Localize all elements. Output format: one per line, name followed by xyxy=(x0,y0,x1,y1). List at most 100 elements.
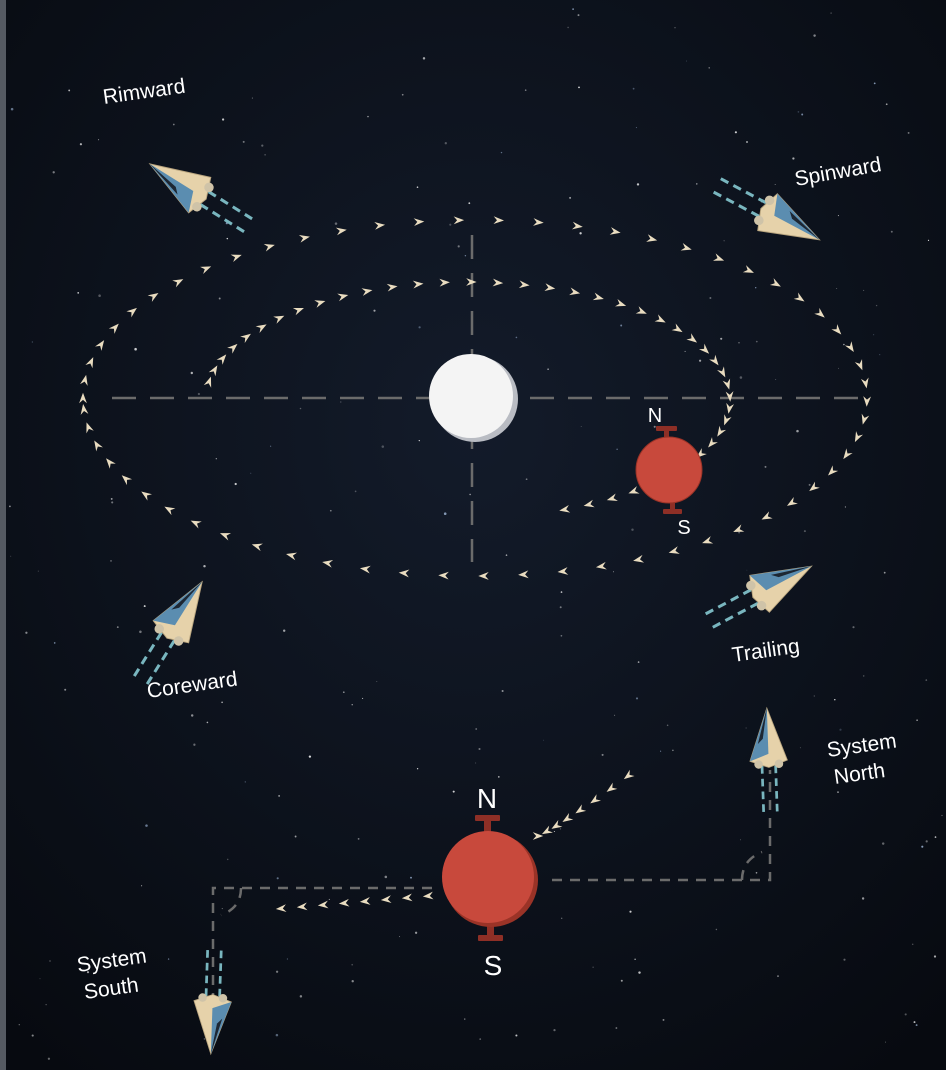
orbit-arrow-icon xyxy=(263,243,275,252)
background-star xyxy=(560,591,563,593)
background-star xyxy=(376,681,378,683)
background-star xyxy=(636,183,640,186)
background-star xyxy=(98,294,101,297)
background-star xyxy=(560,634,563,637)
orbit-arrow-icon xyxy=(702,536,714,544)
background-star xyxy=(351,704,353,706)
background-star xyxy=(203,1038,205,1040)
background-star xyxy=(580,425,582,427)
background-star xyxy=(47,1057,51,1060)
planet-small-north-label: N xyxy=(648,405,662,427)
orbit-arrow-icon xyxy=(108,323,119,334)
background-star xyxy=(294,835,297,838)
background-star xyxy=(221,908,223,910)
background-star xyxy=(662,1018,665,1021)
orbit-arrow-icon xyxy=(860,377,869,389)
orbit-arrow-icon xyxy=(606,493,618,501)
background-star xyxy=(108,97,110,99)
background-star xyxy=(357,838,360,840)
background-star xyxy=(351,980,354,983)
outer-orbit-path xyxy=(79,216,872,580)
background-star xyxy=(879,354,881,356)
background-star xyxy=(49,960,51,962)
orbit-arrow-icon xyxy=(518,280,530,289)
orbit-arrow-icon xyxy=(717,425,727,437)
orbit-arrow-icon xyxy=(623,769,635,780)
background-star xyxy=(464,1018,466,1020)
background-star xyxy=(478,747,481,751)
orbit-arrow-icon xyxy=(478,572,489,580)
orbit-arrow-icon xyxy=(557,567,569,575)
background-star xyxy=(479,1038,482,1040)
background-star xyxy=(696,183,698,185)
background-star xyxy=(881,842,885,845)
orbit-arrow-icon xyxy=(786,497,798,506)
orbit-arrow-icon xyxy=(275,904,287,913)
background-star xyxy=(885,103,888,106)
background-star xyxy=(553,1028,556,1032)
planet-small-south-label: S xyxy=(677,517,690,539)
background-star xyxy=(708,67,710,69)
orbit-arrow-icon xyxy=(633,554,645,563)
background-star xyxy=(134,347,137,351)
orbit-arrow-icon xyxy=(380,895,392,904)
background-star xyxy=(927,239,930,242)
orbit-arrow-icon xyxy=(126,307,137,318)
background-star xyxy=(501,689,504,693)
background-star xyxy=(547,368,549,370)
orbit-arrow-icon xyxy=(724,414,732,426)
orbit-arrow-icon xyxy=(227,343,238,354)
background-star xyxy=(416,768,419,770)
planet-icon xyxy=(635,436,703,504)
orbit-arrow-icon xyxy=(518,570,529,579)
orbit-arrow-icon xyxy=(317,900,329,909)
orbit-arrow-icon xyxy=(95,340,105,351)
background-star xyxy=(328,898,330,900)
spaceship-icon xyxy=(148,163,214,214)
background-star xyxy=(720,337,723,340)
background-star xyxy=(635,127,637,129)
system-axis-guides xyxy=(211,770,772,998)
background-star xyxy=(172,123,175,126)
background-star xyxy=(203,564,206,568)
orbit-arrow-icon xyxy=(646,234,658,242)
orbit-arrow-icon xyxy=(712,253,725,261)
orbit-arrow-icon xyxy=(412,280,424,289)
background-star xyxy=(739,376,743,379)
background-star xyxy=(250,472,252,474)
orbit-arrow-icon xyxy=(809,481,820,492)
orbit-arrow-icon xyxy=(844,341,854,353)
background-star xyxy=(505,554,508,556)
background-star xyxy=(723,240,725,242)
orbit-arrow-icon xyxy=(571,221,583,230)
background-star xyxy=(449,223,452,226)
background-star xyxy=(837,791,839,793)
background-star xyxy=(278,795,280,797)
orbit-arrow-icon xyxy=(532,832,544,840)
orbit-arrow-icon xyxy=(671,323,683,333)
orbit-arrow-icon xyxy=(606,782,618,792)
orbit-arrow-icon xyxy=(698,343,710,354)
background-star xyxy=(373,309,376,312)
orbit-arrow-icon xyxy=(466,278,477,286)
orbit-arrow-icon xyxy=(338,898,350,907)
background-star xyxy=(543,739,545,741)
orbit-arrow-icon xyxy=(438,571,449,580)
orbit-arrow-icon xyxy=(828,465,839,476)
orbit-arrow-icon xyxy=(544,283,556,291)
background-star xyxy=(351,963,354,966)
background-star xyxy=(416,186,419,188)
background-star xyxy=(738,342,740,344)
background-star xyxy=(10,107,14,111)
orbit-arrow-icon xyxy=(551,820,563,829)
orbit-arrow-icon xyxy=(609,227,621,235)
background-star xyxy=(740,839,741,841)
orbit-arrow-icon xyxy=(843,448,853,460)
star-icon xyxy=(429,354,518,442)
planet-large-south-label: S xyxy=(484,950,503,981)
background-star xyxy=(559,828,562,830)
orbit-arrow-icon xyxy=(361,288,373,296)
orbit-arrow-icon xyxy=(668,546,680,554)
background-star xyxy=(422,57,426,60)
background-star xyxy=(468,202,471,205)
